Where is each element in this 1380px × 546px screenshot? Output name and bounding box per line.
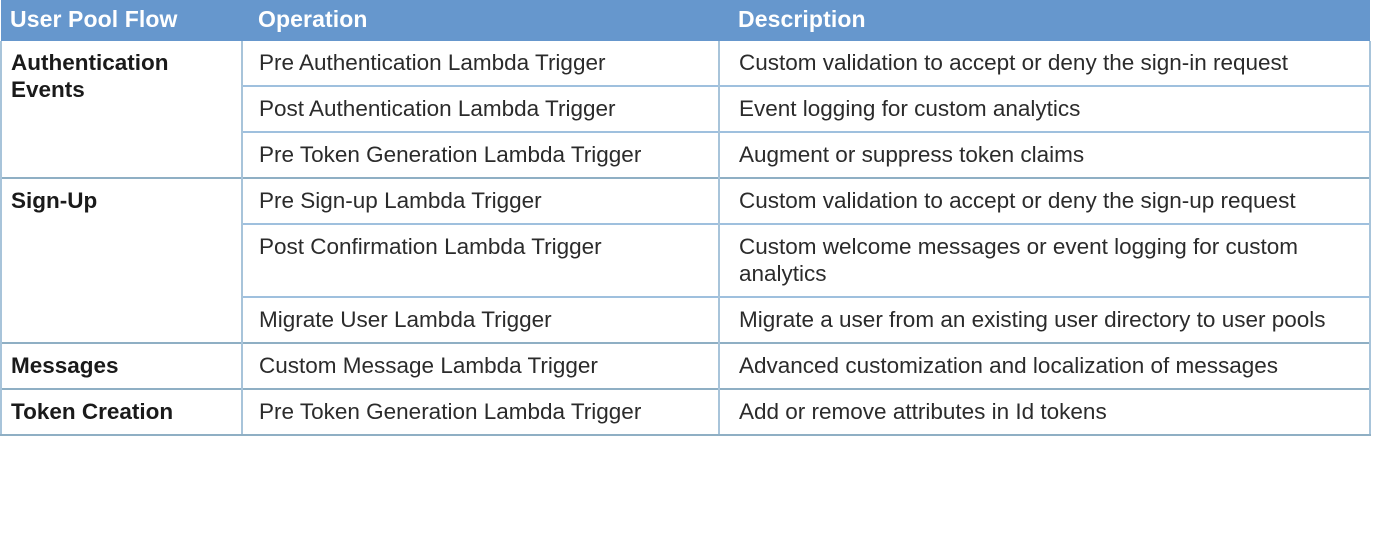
cell-user-pool-flow: Sign-Up bbox=[0, 177, 242, 343]
column-header-description: Description bbox=[719, 0, 1370, 41]
cell-operation: Pre Sign-up Lambda Trigger bbox=[241, 177, 719, 224]
cell-operation: Pre Token Generation Lambda Trigger bbox=[241, 388, 719, 436]
cell-description: Augment or suppress token claims bbox=[718, 131, 1371, 178]
cell-description: Advanced customization and localization … bbox=[718, 342, 1371, 389]
cell-description: Custom welcome messages or event logging… bbox=[718, 223, 1371, 297]
column-header-operation: Operation bbox=[242, 0, 719, 41]
header-row: User Pool Flow Operation Description bbox=[1, 0, 1370, 41]
cell-user-pool-flow: Messages bbox=[0, 342, 242, 389]
cell-operation: Post Confirmation Lambda Trigger bbox=[241, 223, 719, 297]
cell-operation: Pre Authentication Lambda Trigger bbox=[241, 41, 719, 86]
cell-description: Custom validation to accept or deny the … bbox=[718, 41, 1371, 86]
cell-user-pool-flow: Authentication Events bbox=[0, 41, 242, 178]
cell-description: Migrate a user from an existing user dir… bbox=[718, 296, 1371, 343]
cell-description: Add or remove attributes in Id tokens bbox=[718, 388, 1371, 436]
column-header-user-pool-flow: User Pool Flow bbox=[1, 0, 242, 41]
cell-description: Custom validation to accept or deny the … bbox=[718, 177, 1371, 224]
cell-operation: Post Authentication Lambda Trigger bbox=[241, 85, 719, 132]
cell-operation: Migrate User Lambda Trigger bbox=[241, 296, 719, 343]
cell-operation: Pre Token Generation Lambda Trigger bbox=[241, 131, 719, 178]
table-header: User Pool Flow Operation Description bbox=[1, 0, 1370, 41]
user-pool-flow-table: User Pool Flow Operation Description Aut… bbox=[0, 0, 1371, 436]
cell-operation: Custom Message Lambda Trigger bbox=[241, 342, 719, 389]
cell-user-pool-flow: Token Creation bbox=[0, 388, 242, 436]
cell-description: Event logging for custom analytics bbox=[718, 85, 1371, 132]
